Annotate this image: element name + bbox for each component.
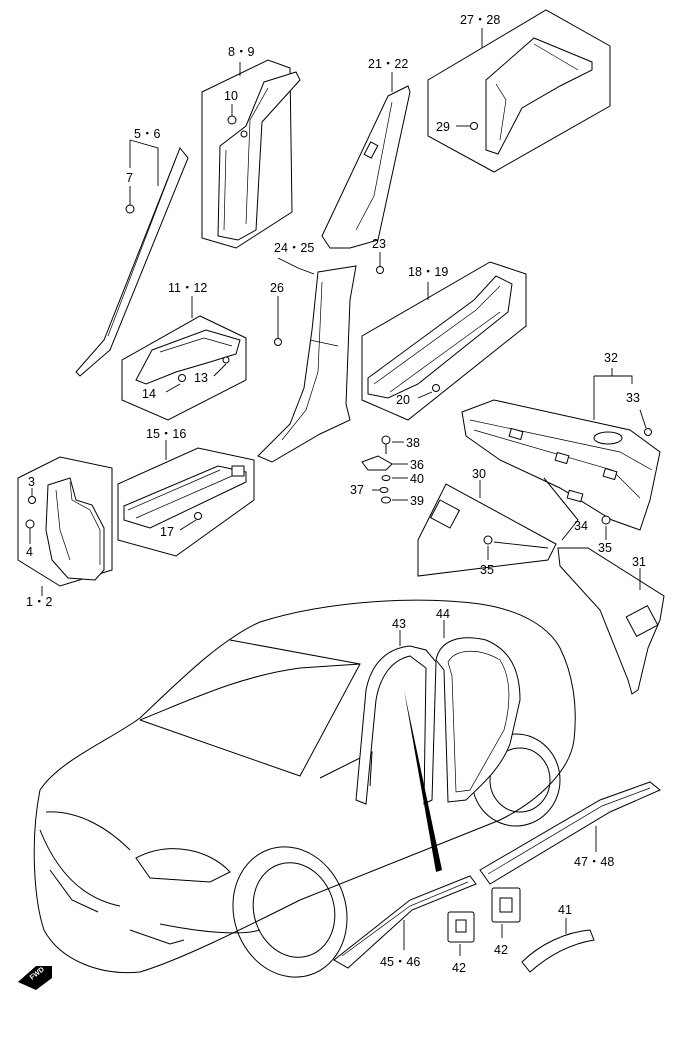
callout-32: 32 (604, 351, 618, 365)
part-rear-door-weatherstrip (435, 620, 521, 803)
callout-40: 40 (410, 472, 424, 486)
callout-8-9: 8・9 (228, 45, 254, 59)
part-front-scuff-plate (117, 440, 255, 557)
callout-37: 37 (350, 483, 364, 497)
part-clip-42-right (491, 887, 521, 938)
callout-43: 43 (392, 617, 406, 631)
part-center-pillar-lower (257, 257, 357, 463)
callout-42-left: 42 (452, 961, 466, 975)
car-body-outline (33, 599, 576, 978)
callout-4: 4 (26, 545, 33, 559)
callout-15-16: 15・16 (146, 427, 186, 441)
part-quarter-trim-upper (427, 9, 611, 173)
part-package-tray (461, 368, 661, 531)
callout-24-25: 24・25 (274, 241, 314, 255)
part-clip-42-left (447, 911, 475, 956)
part-side-trim-31 (557, 547, 665, 695)
callout-20: 20 (396, 393, 410, 407)
callout-21-22: 21・22 (368, 57, 408, 71)
callout-11-12: 11・12 (168, 281, 207, 295)
callout-1-2: 1・2 (26, 595, 52, 609)
part-lower-garnish (121, 296, 247, 421)
callout-35-right: 35 (598, 541, 612, 555)
fwd-arrow-icon: FWD (18, 966, 52, 990)
part-rear-pillar-upper (321, 72, 411, 274)
part-assist-grip (521, 918, 595, 973)
leader-34 (543, 477, 579, 541)
callout-27-28: 27・28 (460, 13, 500, 27)
part-front-pillar-trim (75, 139, 189, 377)
callout-36: 36 (410, 458, 424, 472)
callout-35-left: 35 (480, 563, 494, 577)
callout-14: 14 (142, 387, 156, 401)
callout-3: 3 (28, 475, 35, 489)
callout-34: 34 (574, 519, 588, 533)
callout-44: 44 (436, 607, 450, 621)
callout-39: 39 (410, 494, 424, 508)
callout-10: 10 (224, 89, 238, 103)
part-front-sill-molding (333, 875, 477, 969)
callout-17: 17 (160, 525, 174, 539)
callout-31: 31 (632, 555, 646, 569)
callout-33: 33 (626, 391, 640, 405)
pointer-arrow (404, 690, 442, 872)
part-center-pillar-upper (201, 59, 301, 249)
callout-45-46: 45・46 (380, 955, 420, 969)
callout-7: 7 (126, 171, 133, 185)
part-side-trim-30 (417, 480, 557, 577)
callout-47-48: 47・48 (574, 855, 614, 869)
callout-41: 41 (558, 903, 572, 917)
part-hardware-cluster (361, 435, 408, 504)
callout-13: 13 (194, 371, 208, 385)
callout-23: 23 (372, 237, 386, 251)
part-clip-35 (483, 515, 611, 560)
callout-26: 26 (270, 281, 284, 295)
part-rear-sill-molding (479, 781, 661, 885)
part-front-door-weatherstrip (355, 630, 437, 805)
callout-5-6: 5・6 (134, 127, 160, 141)
callout-29: 29 (436, 120, 450, 134)
part-rear-scuff-plate (361, 261, 527, 421)
callout-38: 38 (406, 436, 420, 450)
callout-30: 30 (472, 467, 486, 481)
callout-42-right: 42 (494, 943, 508, 957)
callout-18-19: 18・19 (408, 265, 448, 279)
